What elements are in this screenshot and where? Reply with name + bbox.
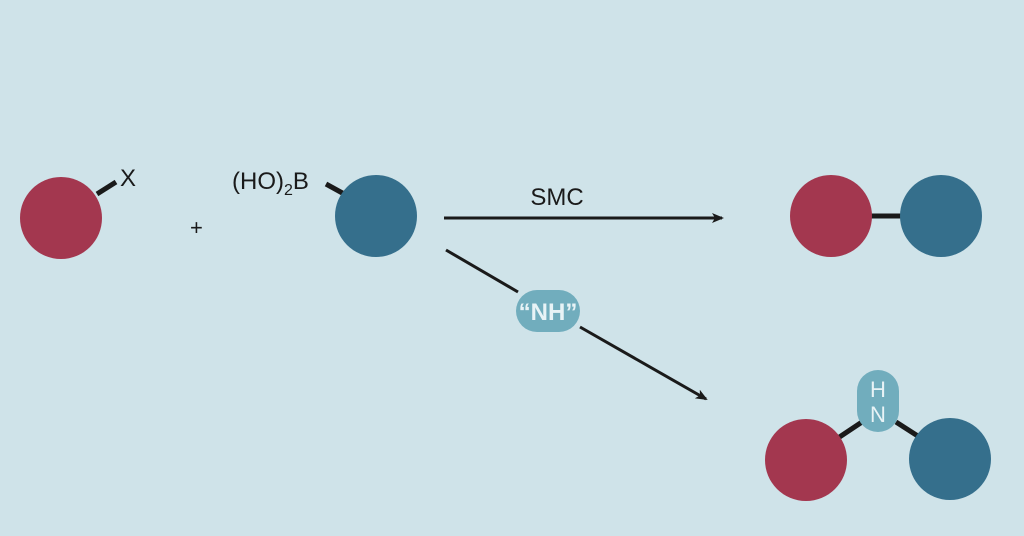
blue-aryl-sphere — [335, 175, 417, 257]
red-aryl-sphere — [20, 177, 102, 259]
diarylamine-product: H N — [765, 370, 991, 501]
boronic-label: (HO)2B — [232, 168, 309, 199]
c-x-bond — [95, 179, 118, 197]
amine-n-label: N — [870, 402, 886, 427]
nh-label: “NH” — [519, 299, 578, 326]
smc-pathway: SMC — [444, 184, 724, 223]
nh-arrow-tail — [445, 248, 519, 294]
amine-badge — [857, 370, 899, 432]
nh-badge — [516, 290, 580, 332]
nh-arrow — [579, 325, 708, 401]
amine-h-label: H — [870, 377, 886, 402]
blue-aryl-sphere — [909, 418, 991, 500]
plus-sign: + — [190, 215, 203, 240]
nh-pathway: “NH” — [445, 248, 708, 401]
aryl-halide: X — [20, 165, 136, 259]
red-aryl-sphere — [765, 419, 847, 501]
halide-label: X — [120, 165, 136, 192]
biaryl-product — [790, 175, 982, 257]
blue-aryl-sphere — [900, 175, 982, 257]
smc-label: SMC — [530, 184, 583, 211]
red-aryl-sphere — [790, 175, 872, 257]
boronic-acid: (HO)2B — [232, 168, 417, 257]
